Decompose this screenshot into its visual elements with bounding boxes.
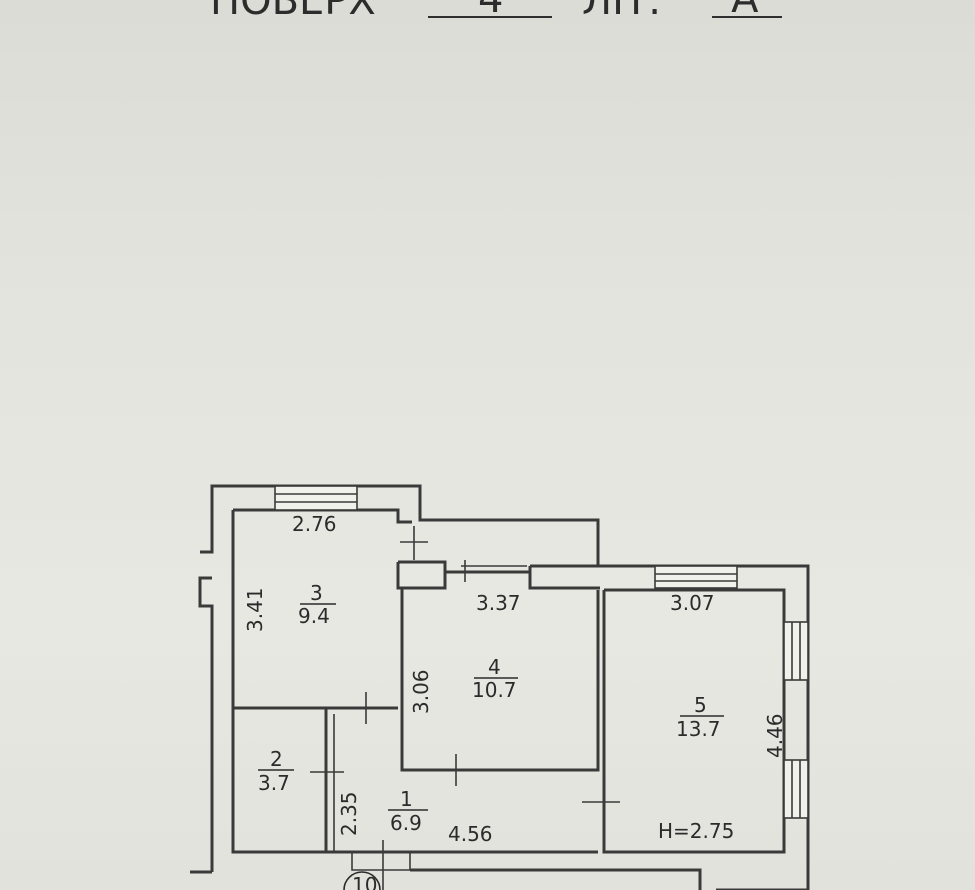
room-5-number: 5 — [694, 693, 707, 717]
window-room5-top — [654, 565, 738, 589]
room-1-area: 6.9 — [390, 811, 422, 835]
dim-room4-width: 3.37 — [476, 591, 521, 615]
room-1-number: 1 — [400, 787, 413, 811]
room-3-number: 3 — [310, 581, 323, 605]
room-2-number: 2 — [270, 747, 283, 771]
room-4-number: 4 — [488, 655, 501, 679]
room-1-label: 1 6.9 — [388, 787, 428, 835]
room-4-label: 4 10.7 — [472, 655, 518, 702]
room5-inner — [602, 588, 786, 854]
dim-room5-length: 4.46 — [763, 713, 787, 758]
dim-room3-width: 2.76 — [292, 512, 337, 536]
floor-label: ПОВЕРХ — [210, 0, 376, 24]
room-5-area: 13.7 — [676, 717, 721, 741]
stair-marker-circle — [343, 871, 381, 890]
outer-wall-top-left — [200, 484, 600, 566]
letter-label: ЛІТ. — [582, 0, 661, 24]
room-2-label: 2 3.7 — [258, 747, 294, 795]
header: ПОВЕРХ 4 ЛІТ. " А " — [210, 0, 790, 24]
room-5-label: 5 13.7 — [676, 693, 724, 741]
window-room5-right-2 — [783, 759, 809, 819]
room5-top-left — [528, 566, 600, 590]
room-3-area: 9.4 — [298, 604, 330, 628]
room-labels: 3 9.4 4 10.7 5 13.7 2 3.7 1 6.9 — [258, 581, 724, 835]
floor-value: 4 — [478, 0, 503, 22]
room-4-area: 10.7 — [472, 678, 517, 702]
room-2-area: 3.7 — [258, 771, 290, 795]
dim-room1-length: 4.56 — [448, 822, 493, 846]
inner-wall-left-bottom — [231, 510, 598, 854]
letter-value: " А " — [700, 0, 790, 22]
dim-room5-width: 3.07 — [670, 591, 715, 615]
outer-bottom-right — [716, 872, 810, 890]
room-3-label: 3 9.4 — [298, 581, 336, 628]
outer-wall-left — [198, 576, 214, 872]
dim-room2-length: 2.35 — [337, 791, 361, 836]
dimensions: 2.76 3.41 3.37 3.06 3.07 4.46 2.35 4.56 … — [243, 512, 787, 846]
stair-marker: 10 — [352, 873, 377, 890]
stair-wall — [410, 868, 702, 890]
window-room5-right-1 — [783, 621, 809, 681]
entrance-door — [351, 852, 411, 871]
dim-room3-length: 3.41 — [243, 587, 267, 632]
room4-walls — [400, 588, 600, 772]
column-room3-4 — [396, 560, 447, 590]
ceiling-height: H=2.75 — [658, 819, 734, 843]
floor-plan: 10 — [190, 484, 810, 890]
dim-room4-length: 3.06 — [409, 669, 433, 714]
window-room3 — [274, 485, 358, 511]
